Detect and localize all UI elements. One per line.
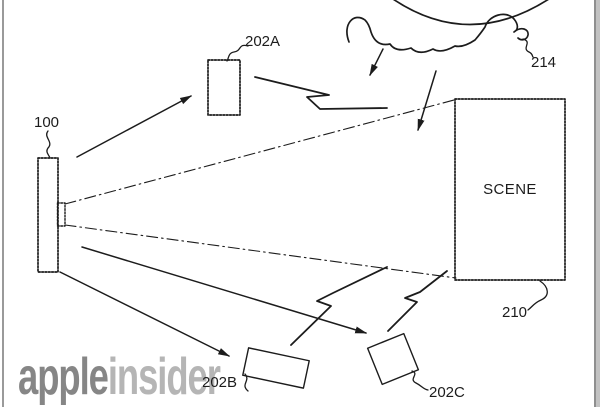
ref-label-202b: 202B xyxy=(202,374,238,391)
scrollbar[interactable] xyxy=(594,0,600,407)
flash-device-202a xyxy=(207,59,241,116)
leader-squiggle-100 xyxy=(46,130,51,159)
sight-line-lower xyxy=(64,224,457,279)
sight-line-upper xyxy=(64,99,455,205)
camera-device-100 xyxy=(37,157,59,273)
watermark-apple: apple xyxy=(18,348,109,406)
lightning-bolt-202b-icon xyxy=(290,266,388,346)
ref-label-202a: 202A xyxy=(245,33,281,50)
leader-squiggle-214 xyxy=(522,38,534,58)
sunlight-ray-2 xyxy=(417,70,437,132)
arrow-to-202c xyxy=(81,246,368,334)
leader-squiggle-202b xyxy=(244,373,249,392)
watermark-insider: insider xyxy=(107,348,221,406)
scene-label: SCENE xyxy=(483,181,537,198)
ref-label-214: 214 xyxy=(531,54,557,71)
lightning-bolt-202a-icon xyxy=(254,76,388,110)
flash-device-202c xyxy=(366,332,420,386)
appleinsider-watermark: appleinsider xyxy=(18,348,221,406)
page-left-border xyxy=(2,0,4,407)
scene-box xyxy=(454,98,566,281)
ref-label-202c: 202C xyxy=(429,384,465,401)
leader-squiggle-202a xyxy=(226,44,249,62)
sun-icon xyxy=(393,0,549,26)
arrow-to-202a xyxy=(76,95,193,158)
sunlight-ray-1 xyxy=(369,48,384,77)
leader-squiggle-202c xyxy=(411,370,429,391)
cloud-icon xyxy=(346,13,529,54)
arrow-to-202b xyxy=(59,271,231,357)
lightning-bolt-202c-icon xyxy=(387,270,448,332)
ref-label-210: 210 xyxy=(502,304,528,321)
camera-lens xyxy=(56,202,66,227)
leader-squiggle-210 xyxy=(527,280,548,311)
flash-device-202b xyxy=(242,347,310,389)
ref-label-100: 100 xyxy=(34,114,60,131)
